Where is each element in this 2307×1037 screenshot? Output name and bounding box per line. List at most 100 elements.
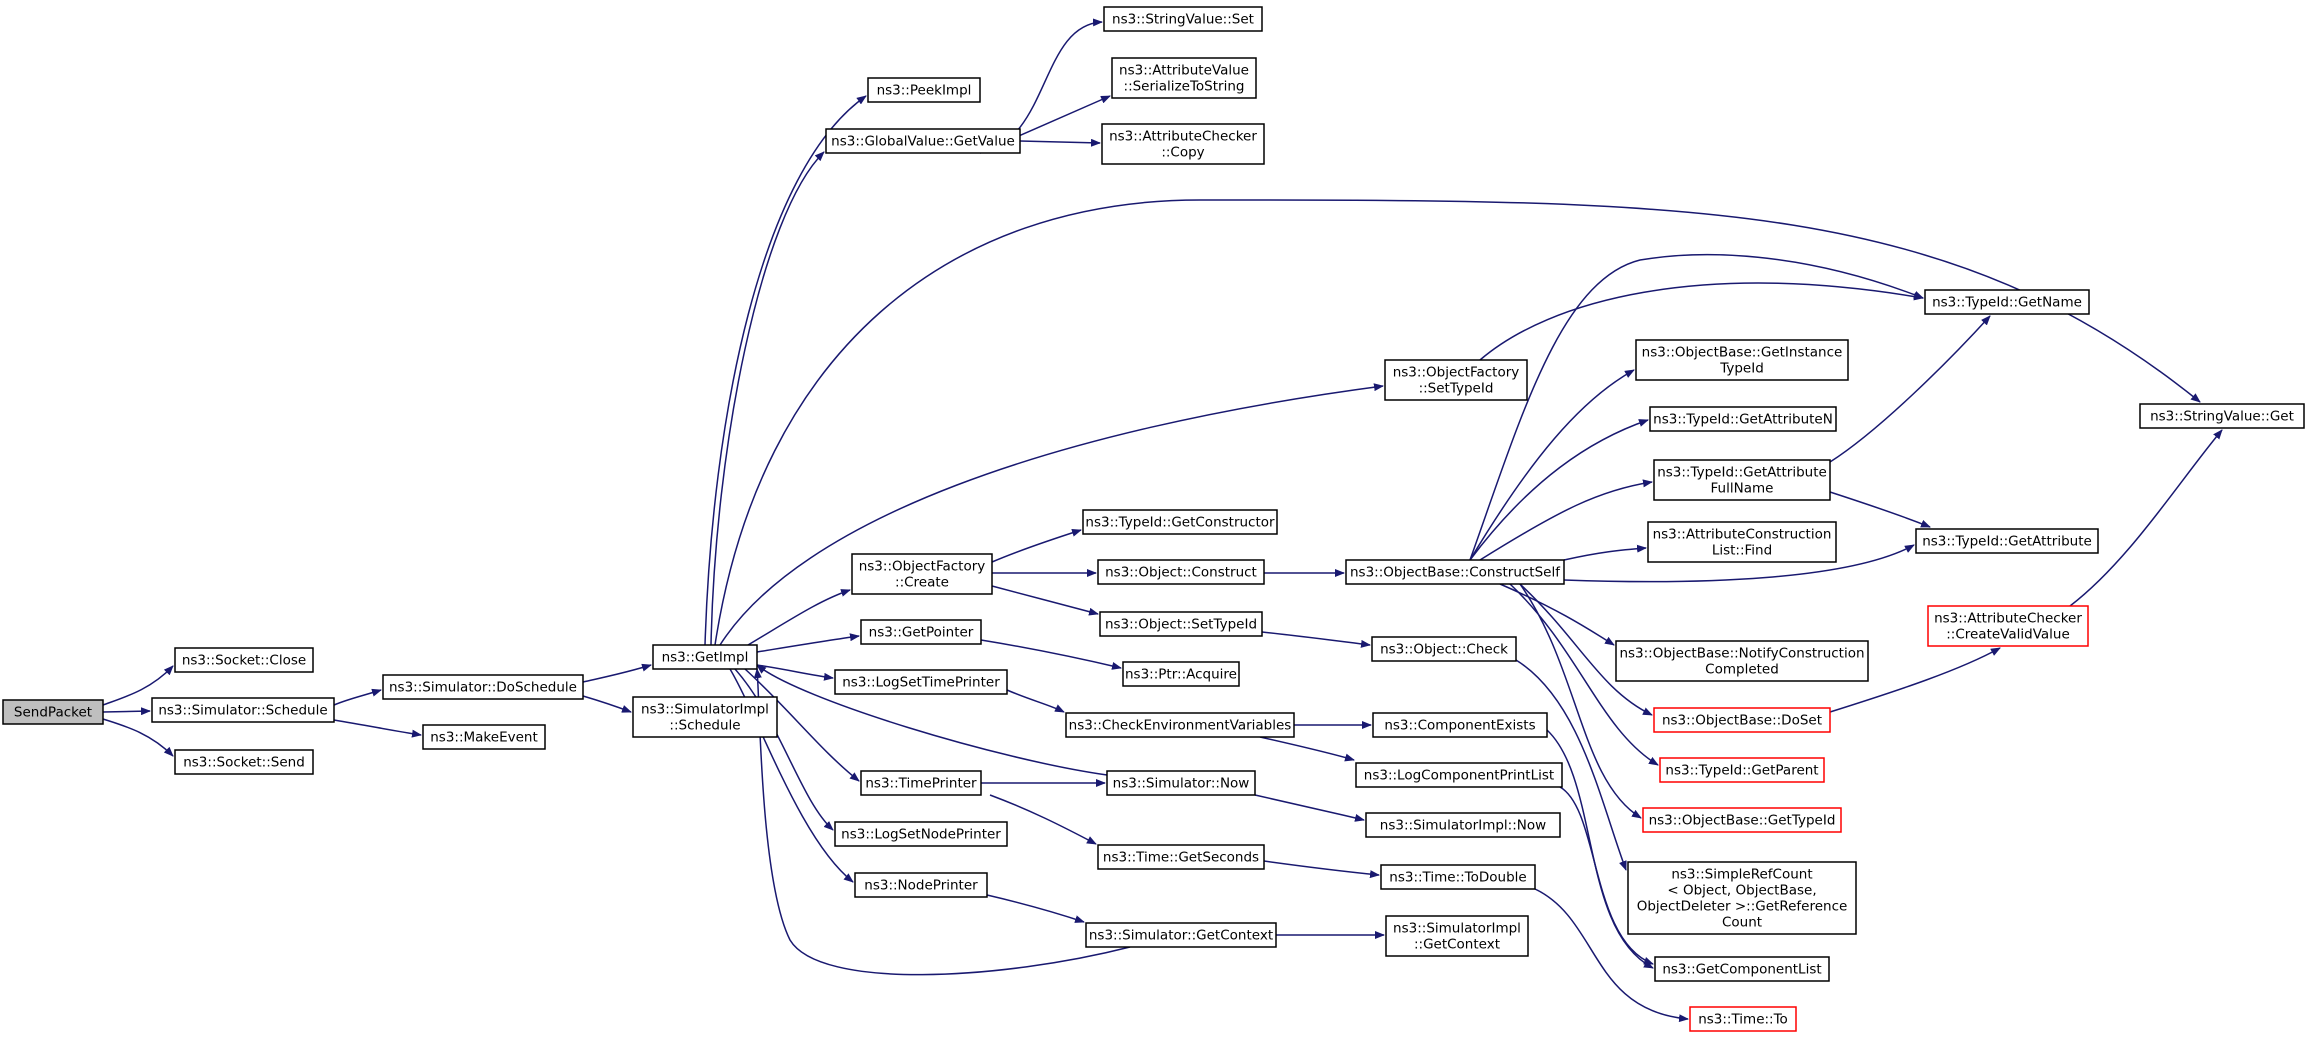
node-box xyxy=(1927,605,2089,647)
node-label: ns3::AttributeConstruction xyxy=(1653,527,1832,543)
node-obj-settypeid[interactable]: ns3::Object::SetTypeId xyxy=(1099,611,1263,637)
node-objbase-notifyconstruction[interactable]: ns3::ObjectBase::NotifyConstructionCompl… xyxy=(1615,640,1869,682)
edge-getimpl-to-nodeprinter xyxy=(729,668,854,883)
node-typeid-getname[interactable]: ns3::TypeId::GetName xyxy=(1924,289,2090,315)
node-ptr-acquire[interactable]: ns3::Ptr::Acquire xyxy=(1122,661,1240,687)
node-strval-set[interactable]: ns3::StringValue::Set xyxy=(1103,6,1263,32)
edge-sendpacket-to-socket-send xyxy=(102,718,174,757)
node-simimpl-getcontext[interactable]: ns3::SimulatorImpl::GetContext xyxy=(1385,915,1529,957)
node-label: SendPacket xyxy=(14,705,92,721)
node-timeprinter[interactable]: ns3::TimePrinter xyxy=(860,770,982,796)
node-simimpl-schedule[interactable]: ns3::SimulatorImpl::Schedule xyxy=(632,696,778,738)
edge-path xyxy=(989,794,1097,845)
node-simplerefcount-getrefcount[interactable]: ns3::SimpleRefCount< Object, ObjectBase,… xyxy=(1627,861,1857,935)
node-componentexists[interactable]: ns3::ComponentExists xyxy=(1372,712,1548,738)
node-time-to[interactable]: ns3::Time::To xyxy=(1689,1006,1797,1032)
node-attrchk-copy[interactable]: ns3::AttributeChecker::Copy xyxy=(1101,123,1265,165)
node-label: ns3::SimpleRefCount xyxy=(1671,867,1812,883)
node-nodeprinter[interactable]: ns3::NodePrinter xyxy=(854,872,988,898)
edge-path xyxy=(1261,631,1371,648)
node-makeevent[interactable]: ns3::MakeEvent xyxy=(422,724,546,750)
node-typeid-getattributen[interactable]: ns3::TypeId::GetAttributeN xyxy=(1649,406,1837,432)
edge-time-todouble-to-time-to xyxy=(1534,888,1689,1023)
edge-objbase-constructself-to-objbase-getinstancetypeid xyxy=(1469,369,1635,561)
node-obj-construct[interactable]: ns3::Object::Construct xyxy=(1097,559,1265,585)
node-box xyxy=(174,749,314,775)
edge-getimpl-to-objfac-settypeid xyxy=(719,383,1384,646)
node-time-getseconds[interactable]: ns3::Time::GetSeconds xyxy=(1097,844,1265,870)
edge-path xyxy=(1479,282,1924,361)
node-sim-now[interactable]: ns3::Simulator::Now xyxy=(1106,770,1256,796)
node-box xyxy=(1384,359,1528,401)
edge-path xyxy=(1829,491,1931,528)
node-socket-send[interactable]: ns3::Socket::Send xyxy=(174,749,314,775)
node-checkenv[interactable]: ns3::CheckEnvironmentVariables xyxy=(1065,712,1295,738)
node-objbase-constructself[interactable]: ns3::ObjectBase::ConstructSelf xyxy=(1345,559,1565,585)
node-attrval-serialize[interactable]: ns3::AttributeValue::SerializeToString xyxy=(1111,57,1257,99)
node-label: ns3::LogSetNodePrinter xyxy=(841,827,1001,843)
node-sendpacket[interactable]: SendPacket xyxy=(2,699,104,725)
edge-objbase-constructself-to-objbase-doset xyxy=(1519,583,1653,716)
node-box xyxy=(1106,770,1256,796)
node-simimpl-now[interactable]: ns3::SimulatorImpl::Now xyxy=(1365,812,1561,838)
node-box xyxy=(1099,611,1263,637)
edge-path xyxy=(1829,647,2001,713)
edge-path xyxy=(333,688,382,706)
node-label: ns3::PeekImpl xyxy=(877,83,972,99)
node-sim-getcontext[interactable]: ns3::Simulator::GetContext xyxy=(1085,922,1277,948)
node-sim-doschedule[interactable]: ns3::Simulator::DoSchedule xyxy=(382,674,584,700)
edge-path xyxy=(719,383,1384,646)
node-label: ns3::Socket::Close xyxy=(182,653,306,669)
node-typeid-getparent[interactable]: ns3::TypeId::GetParent xyxy=(1659,757,1825,783)
edge-path xyxy=(980,639,1122,670)
edge-path xyxy=(991,528,1082,563)
node-getimpl[interactable]: ns3::GetImpl xyxy=(652,644,758,670)
node-objfac-settypeid[interactable]: ns3::ObjectFactory::SetTypeId xyxy=(1384,359,1528,401)
node-gv-getvalue[interactable]: ns3::GlobalValue::GetValue xyxy=(825,128,1021,154)
node-objbase-gettypeid[interactable]: ns3::ObjectBase::GetTypeId xyxy=(1642,807,1842,833)
edge-path xyxy=(747,589,851,646)
node-logsettimeprinter[interactable]: ns3::LogSetTimePrinter xyxy=(834,669,1008,695)
node-time-todouble[interactable]: ns3::Time::ToDouble xyxy=(1380,864,1536,890)
edge-attrchk-createvalidvalue-to-strval-get xyxy=(2069,429,2223,607)
edge-checkenv-to-logcomponentprintlist xyxy=(1259,736,1355,762)
node-objbase-doset[interactable]: ns3::ObjectBase::DoSet xyxy=(1653,707,1831,733)
edge-sim-getcontext-to-getimpl xyxy=(753,668,1131,976)
edge-path xyxy=(1259,736,1355,762)
node-label: ns3::Object::SetTypeId xyxy=(1105,617,1257,633)
node-label: ns3::SimulatorImpl::Now xyxy=(1380,818,1546,834)
edge-getimpl-to-peekimpl xyxy=(704,95,867,646)
node-socket-close[interactable]: ns3::Socket::Close xyxy=(174,647,314,673)
node-box xyxy=(1365,812,1561,838)
edge-path xyxy=(744,668,860,782)
node-label: ::SerializeToString xyxy=(1124,79,1245,95)
node-label: ns3::AttributeChecker xyxy=(1934,611,2082,627)
node-objfac-create[interactable]: ns3::ObjectFactory::Create xyxy=(851,553,993,595)
node-typeid-getconstructor[interactable]: ns3::TypeId::GetConstructor xyxy=(1082,509,1278,535)
node-obj-check[interactable]: ns3::Object::Check xyxy=(1371,636,1517,662)
node-peekimpl[interactable]: ns3::PeekImpl xyxy=(867,77,981,103)
node-label: ns3::TypeId::GetAttribute xyxy=(1657,465,1827,481)
node-label: ObjectDeleter >::GetReference xyxy=(1637,899,1848,915)
node-label: ns3::Time::ToDouble xyxy=(1389,870,1526,886)
edge-path xyxy=(1559,786,1654,965)
node-logcomponentprintlist[interactable]: ns3::LogComponentPrintList xyxy=(1355,762,1563,788)
node-box xyxy=(1122,661,1240,687)
edge-obj-check-to-simplerefcount-getrefcount xyxy=(1515,659,1627,871)
node-label: ns3::ObjectFactory xyxy=(1393,365,1520,381)
node-logsetnodeprinter[interactable]: ns3::LogSetNodePrinter xyxy=(834,821,1008,847)
node-box xyxy=(1385,915,1529,957)
node-strval-get[interactable]: ns3::StringValue::Get xyxy=(2139,403,2305,429)
node-attrchk-createvalidvalue[interactable]: ns3::AttributeChecker::CreateValidValue xyxy=(1927,605,2089,647)
edge-path xyxy=(729,668,854,883)
node-getpointer[interactable]: ns3::GetPointer xyxy=(860,619,982,645)
node-label: ns3::Time::GetSeconds xyxy=(1103,850,1259,866)
node-typeid-getattribute[interactable]: ns3::TypeId::GetAttribute xyxy=(1915,528,2099,554)
node-getcomponentlist[interactable]: ns3::GetComponentList xyxy=(1654,956,1830,982)
node-label: ns3::Socket::Send xyxy=(183,755,305,771)
node-sim-schedule[interactable]: ns3::Simulator::Schedule xyxy=(151,697,335,723)
node-label: ns3::MakeEvent xyxy=(430,730,538,746)
